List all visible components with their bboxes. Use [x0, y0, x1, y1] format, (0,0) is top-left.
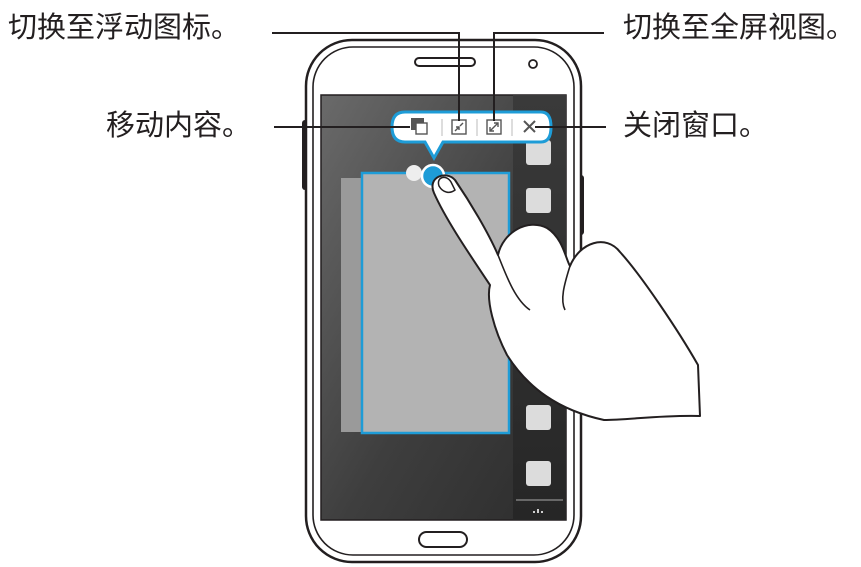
background-window: [341, 178, 363, 432]
drag-content-icon[interactable]: [411, 118, 428, 135]
callout-switch-to-floating-icon: 切换至浮动图标。: [8, 10, 241, 44]
callout-switch-to-fullscreen: 切换至全屏视图。: [623, 10, 856, 44]
callout-close-window: 关闭窗口。: [623, 108, 769, 142]
leader-line-floating: [272, 32, 460, 121]
close-icon[interactable]: [523, 120, 536, 133]
window-options-popup: [390, 110, 553, 162]
callout-move-content: 移动内容。: [106, 108, 252, 142]
earpiece: [414, 57, 476, 67]
leader-line-fullscreen: [493, 32, 604, 121]
edit-apps-icon[interactable]: [533, 509, 543, 513]
front-camera-icon: [528, 59, 538, 69]
home-button[interactable]: [418, 531, 468, 548]
fingernail: [437, 176, 456, 194]
app-icon[interactable]: [526, 461, 551, 486]
multi-window-pane[interactable]: [360, 171, 511, 435]
hand-crease: [562, 265, 571, 311]
app-icon[interactable]: [526, 188, 551, 213]
hand-crease: [497, 254, 531, 311]
app-icon[interactable]: [526, 140, 551, 165]
window-handle-shadow: [406, 165, 422, 181]
app-icon[interactable]: [526, 405, 551, 430]
pointing-hand: [431, 174, 701, 421]
